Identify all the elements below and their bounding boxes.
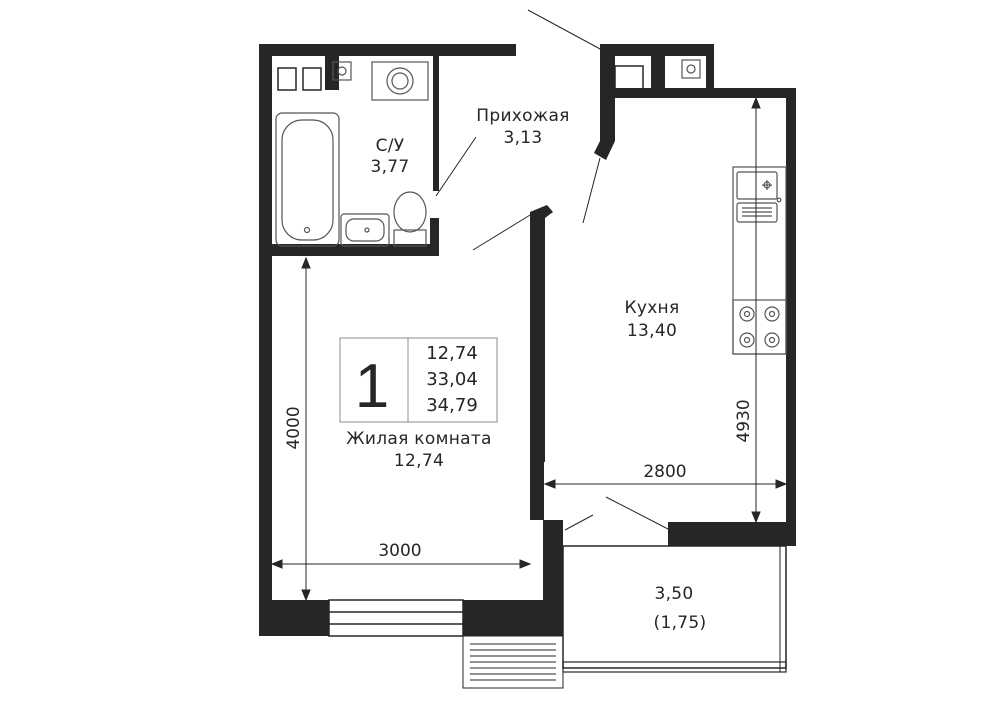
bathroom-name: С/У <box>376 136 405 156</box>
door-bath <box>435 136 477 197</box>
wall-top-left <box>259 44 516 56</box>
hall-area: 3,13 <box>503 128 542 148</box>
kitchen-counter <box>732 166 787 355</box>
wall-bath-bottom <box>259 244 439 256</box>
balcony-area: 3,50 <box>654 584 693 604</box>
door-living <box>472 211 536 251</box>
kitchen-drainer <box>736 202 778 223</box>
balcony-rail <box>562 661 787 673</box>
summary-total-area: 33,04 <box>426 369 478 390</box>
wall-kitchen-top3 <box>600 88 796 98</box>
balcony <box>562 545 787 673</box>
wall-kitchen-top2 <box>706 44 714 96</box>
wall-partition <box>530 212 545 462</box>
hall-name: Прихожая <box>476 106 569 126</box>
summary-living-area: 12,74 <box>426 343 478 364</box>
balcony-outline <box>562 545 787 669</box>
door-entrance <box>527 9 603 51</box>
walls <box>259 44 796 636</box>
summary-total-with-balcony: 34,79 <box>426 395 478 416</box>
wall-kitchen-bottom <box>668 522 796 546</box>
wall-hall-angle <box>594 141 615 160</box>
wall-partition-cap <box>530 205 553 218</box>
dimension-lines <box>270 96 788 602</box>
wall-partition-low <box>530 450 544 520</box>
wall-kitchen-right <box>786 88 796 535</box>
window-kitchen-top <box>614 65 644 91</box>
door-lines <box>435 9 669 531</box>
kitchen-sink-icon <box>736 171 778 200</box>
bath-fixtures <box>275 59 701 247</box>
living-name: Жилая комната <box>346 429 492 449</box>
balcony-reduced-area: (1,75) <box>654 613 707 633</box>
dim-living-width: 3000 <box>378 541 421 561</box>
dim-living-height: 4000 <box>284 406 304 449</box>
sink-icon <box>340 213 390 247</box>
meter-box-icon <box>332 61 352 81</box>
bathroom-area: 3,77 <box>370 157 409 177</box>
entrance-steps <box>462 635 564 689</box>
kitchen-name: Кухня <box>624 298 679 318</box>
dim-kitchen-height: 4930 <box>734 399 754 442</box>
wall-bottom-left <box>259 600 329 636</box>
summary-box <box>339 337 498 423</box>
wall-bath-right-low <box>430 218 439 256</box>
wall-kitchen-top <box>600 44 710 56</box>
wall-top-left-stub <box>325 56 339 90</box>
window-living <box>328 599 464 637</box>
bathtub-icon <box>275 112 340 247</box>
toilet-icon <box>393 191 427 233</box>
kitchen-fixtures <box>732 166 787 355</box>
stove-icon <box>732 299 787 355</box>
door-balcony <box>605 496 669 530</box>
windows <box>277 65 644 637</box>
meter-box-kitchen-icon <box>681 59 701 79</box>
wall-kitchen-top-stub <box>651 56 665 96</box>
door-kitchen <box>582 157 601 224</box>
wall-bottom-right <box>463 600 563 636</box>
wall-hall-right <box>600 96 615 141</box>
dim-kitchen-width: 2800 <box>643 462 686 482</box>
living-area: 12,74 <box>394 451 444 471</box>
window-bath-2 <box>302 67 322 91</box>
door-balcony-2 <box>564 514 594 531</box>
kitchen-area: 13,40 <box>627 321 677 341</box>
wall-left <box>259 44 272 636</box>
wall-kitchen-inner-top <box>600 44 615 96</box>
washing-machine-icon <box>371 61 429 101</box>
wall-bath-right <box>433 56 439 191</box>
window-bath <box>277 67 297 91</box>
summary-rooms-count: 1 <box>355 352 389 421</box>
